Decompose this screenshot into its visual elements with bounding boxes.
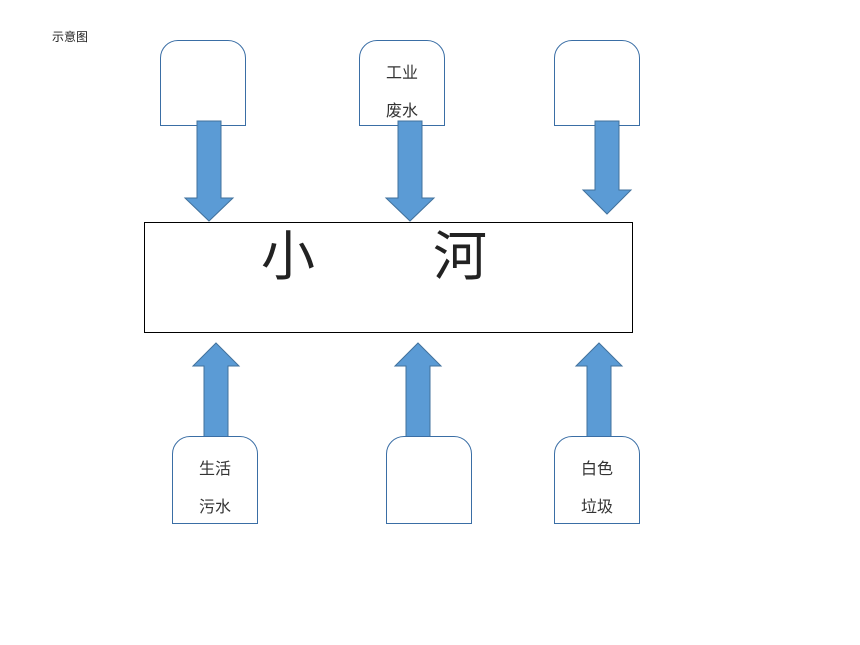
source-label-line-2: 垃圾 xyxy=(580,497,613,516)
diagram-caption: 示意图 xyxy=(52,30,89,44)
down-arrow-1 xyxy=(183,120,235,222)
source-label-line-2: 废水 xyxy=(385,101,418,120)
source-label-line-1: 工业 xyxy=(385,63,418,82)
up-arrow-1 xyxy=(191,342,241,438)
bottom-source-box-white-garbage: 白色 垃圾 xyxy=(554,436,640,524)
source-label-line-1: 生活 xyxy=(198,459,231,478)
source-label-line-2: 污水 xyxy=(198,497,231,516)
bottom-source-box-2 xyxy=(386,436,472,524)
up-arrow-3 xyxy=(574,342,624,438)
river-char-river: 河 xyxy=(433,225,487,288)
top-source-box-1 xyxy=(160,40,246,126)
top-source-box-3 xyxy=(554,40,640,126)
top-source-box-industrial-wastewater: 工业 废水 xyxy=(359,40,445,126)
source-label-line-1: 白色 xyxy=(580,459,613,478)
river-char-small: 小 xyxy=(261,225,315,288)
up-arrow-2 xyxy=(393,342,443,438)
down-arrow-3 xyxy=(581,120,633,215)
bottom-source-box-domestic-sewage: 生活 污水 xyxy=(172,436,258,524)
river-box: 小 河 xyxy=(144,222,633,333)
down-arrow-2 xyxy=(384,120,436,222)
